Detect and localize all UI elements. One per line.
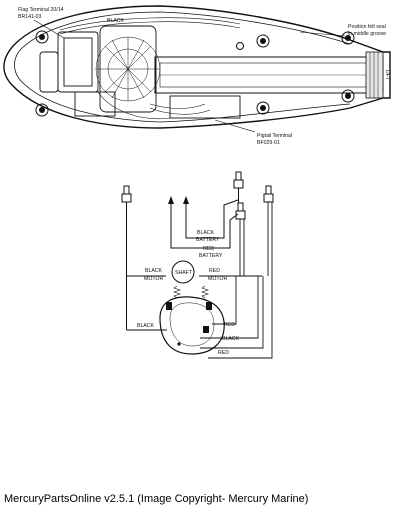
black-right-label: BLACK <box>222 336 240 342</box>
black-wire-label: BLACK <box>107 18 125 24</box>
battery-label-1: BATTERY <box>196 237 220 243</box>
connector-plug-right <box>263 185 274 203</box>
black-left-label: BLACK <box>137 323 155 329</box>
motor-shaft-unit: SHAFT <box>171 260 209 299</box>
battery-label-2: BATTERY <box>199 253 223 259</box>
motor-body <box>159 296 225 355</box>
red-battery-label: RED <box>203 246 214 252</box>
battery-leads <box>168 196 239 249</box>
flag-terminal-part: BR141-03 <box>18 14 41 20</box>
felt-seal-note-line1: Position felt seal <box>348 24 386 30</box>
black-battery-label: BLACK <box>197 230 215 236</box>
red-bottom-label: RED <box>218 350 229 356</box>
motor-housing-top-view: Flag Terminal 20/14 BR141-03 BLACK Posit… <box>3 5 391 146</box>
shaft-label: SHAFT <box>175 270 193 276</box>
footer-caption: MercuryPartsOnline v2.5.1 (Image Copyrig… <box>4 493 309 505</box>
motor-label-2: MOTOR <box>208 276 227 282</box>
pigtail-terminal-part: BF029-01 <box>257 140 280 146</box>
flag-terminal-label: Flag Terminal 20/14 <box>18 7 64 13</box>
red-top-label: RED <box>224 322 235 328</box>
end-mark: DFT <box>384 70 390 81</box>
connector-plug-mid <box>235 202 246 220</box>
pigtail-terminal-label: Pigtail Terminal <box>257 133 292 139</box>
black-motor-label: BLACK <box>145 268 163 274</box>
felt-seal-note-line2: in middle groove <box>348 31 386 37</box>
wiring-schematic: SHAFT BLACK BATTERY RED BATTERY BLACK MO… <box>121 171 274 359</box>
connector-plug-left <box>121 185 132 330</box>
motor-label-1: MOTOR <box>144 276 163 282</box>
connector-plug-center <box>233 171 244 203</box>
red-motor-label: RED <box>209 268 220 274</box>
